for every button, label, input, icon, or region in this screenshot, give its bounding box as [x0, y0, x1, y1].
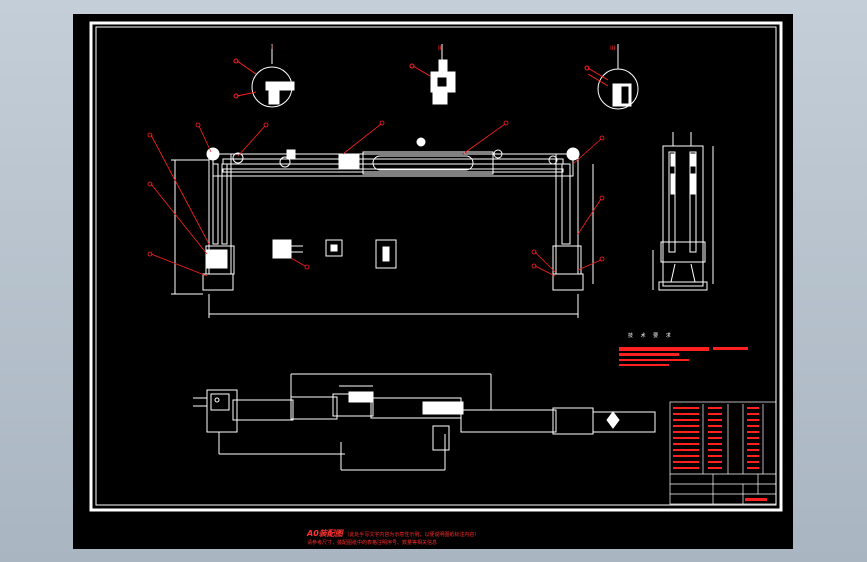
- assembly-note-line1: A0装配图 （此处手写文字内容为示意性示例，以便说明图纸标注内容）: [307, 528, 479, 539]
- detail-view-2: [409, 44, 456, 105]
- top-view-marks: [214, 397, 620, 429]
- bom-rows: [673, 407, 767, 501]
- front-view-leaders: [147, 120, 605, 277]
- detail-label-1: I: [271, 44, 273, 51]
- title-block: [669, 401, 777, 505]
- detail-label-3: III: [610, 45, 616, 52]
- cad-drawing: I II III: [89, 21, 783, 512]
- inner-frame: [95, 26, 777, 506]
- technical-requirements-title: 技 术 要 求: [628, 333, 674, 339]
- outer-frame: [89, 21, 783, 512]
- technical-requirements: [619, 347, 748, 366]
- small-parts: [272, 239, 397, 269]
- assembly-note-title: A0装配图: [307, 529, 343, 538]
- assembly-note-line2: 请参考尺寸，装配图纸中的表格注明序号、数量等相关信息: [307, 540, 438, 546]
- detail-view-3: [584, 44, 639, 110]
- detail-label-2: II: [438, 45, 442, 52]
- front-view: [171, 137, 594, 318]
- side-view: [652, 132, 714, 291]
- top-view: [193, 373, 656, 471]
- detail-view-1: [233, 44, 295, 108]
- drawing-sheet: I II III: [73, 14, 793, 549]
- assembly-note-text1: （此处手写文字内容为示意性示例，以便说明图纸标注内容）: [344, 532, 480, 538]
